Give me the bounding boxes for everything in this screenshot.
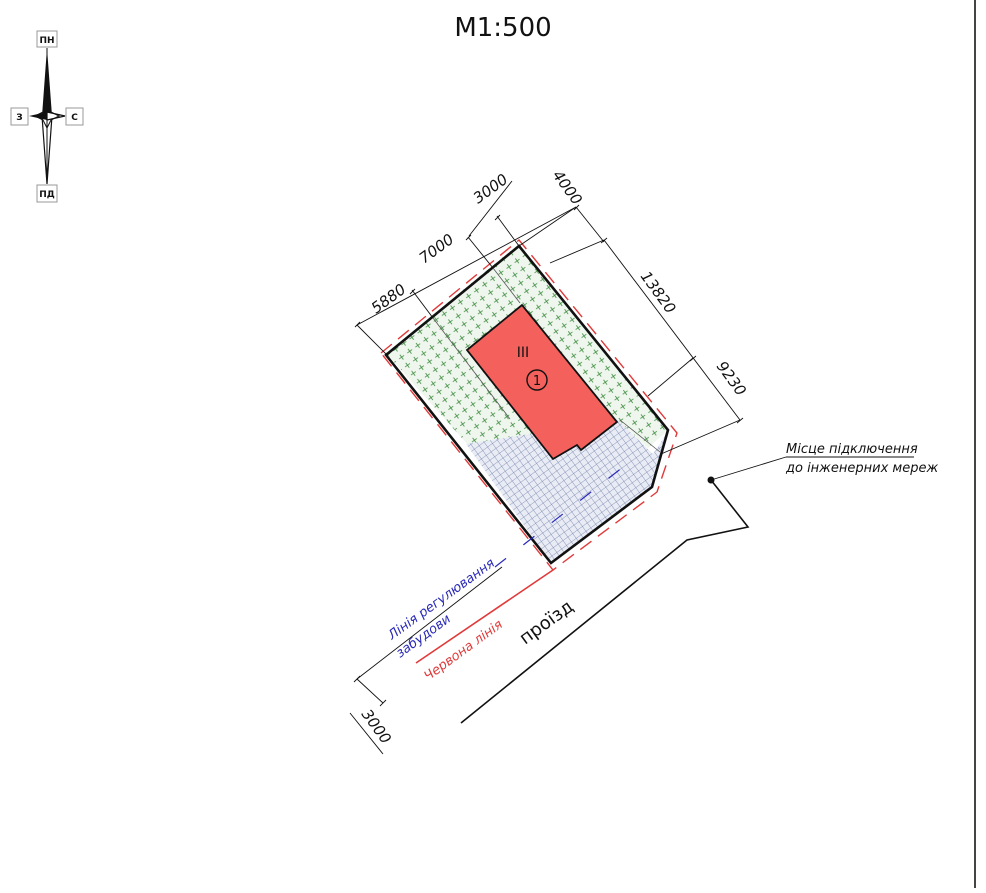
internal-line-1	[432, 317, 511, 420]
compass-east-box	[65, 107, 84, 126]
building-number-label: 1	[533, 374, 541, 389]
internal-line-3	[619, 419, 661, 453]
building-number-circle	[526, 369, 548, 391]
setback-red-dashed-line	[380, 239, 678, 571]
paved-hatch-area	[466, 420, 669, 563]
compass-east-label: С	[71, 113, 78, 123]
scale-title: M1:500	[454, 13, 551, 43]
dimension-bottom-left	[349, 566, 503, 755]
compass-center-star	[33, 102, 61, 130]
compass-north-box	[36, 30, 58, 48]
compass-south-label: ПД	[39, 190, 55, 200]
dimension-chain-top	[354, 180, 605, 357]
compass-west-box	[10, 107, 29, 126]
building-floors-label: III	[517, 345, 529, 361]
compass-south-box	[36, 184, 58, 203]
connection-callout: Місце підключення до інженерних мереж	[707, 442, 938, 484]
red-line	[415, 569, 554, 664]
dim-5880: 5880	[368, 280, 409, 317]
lot-boundary	[384, 244, 670, 565]
compass-west-label: З	[16, 113, 22, 123]
dim-3000-top: 3000	[470, 170, 511, 207]
dim-9230: 9230	[713, 358, 750, 399]
connection-leader	[710, 456, 787, 481]
internal-line-2	[492, 267, 521, 304]
building-footprint	[465, 303, 619, 461]
dim-7000: 7000	[416, 230, 457, 267]
road-label: проїзд	[516, 596, 578, 649]
dimension-chain-right	[549, 237, 744, 455]
connection-label-2: до інженерних мереж	[785, 461, 938, 476]
compass-west-arrow	[29, 112, 47, 120]
dim-4000: 4000	[549, 167, 586, 208]
road-edge	[460, 479, 750, 724]
connection-label-1: Місце підключення	[786, 442, 918, 457]
regulation-blue-dashed-line	[494, 459, 633, 568]
compass-rose: ПН ПД З С	[10, 30, 84, 203]
compass-north-label: ПН	[39, 36, 54, 46]
compass-east-arrow	[46, 111, 66, 121]
dim-3000-bottom: 3000	[358, 706, 395, 747]
